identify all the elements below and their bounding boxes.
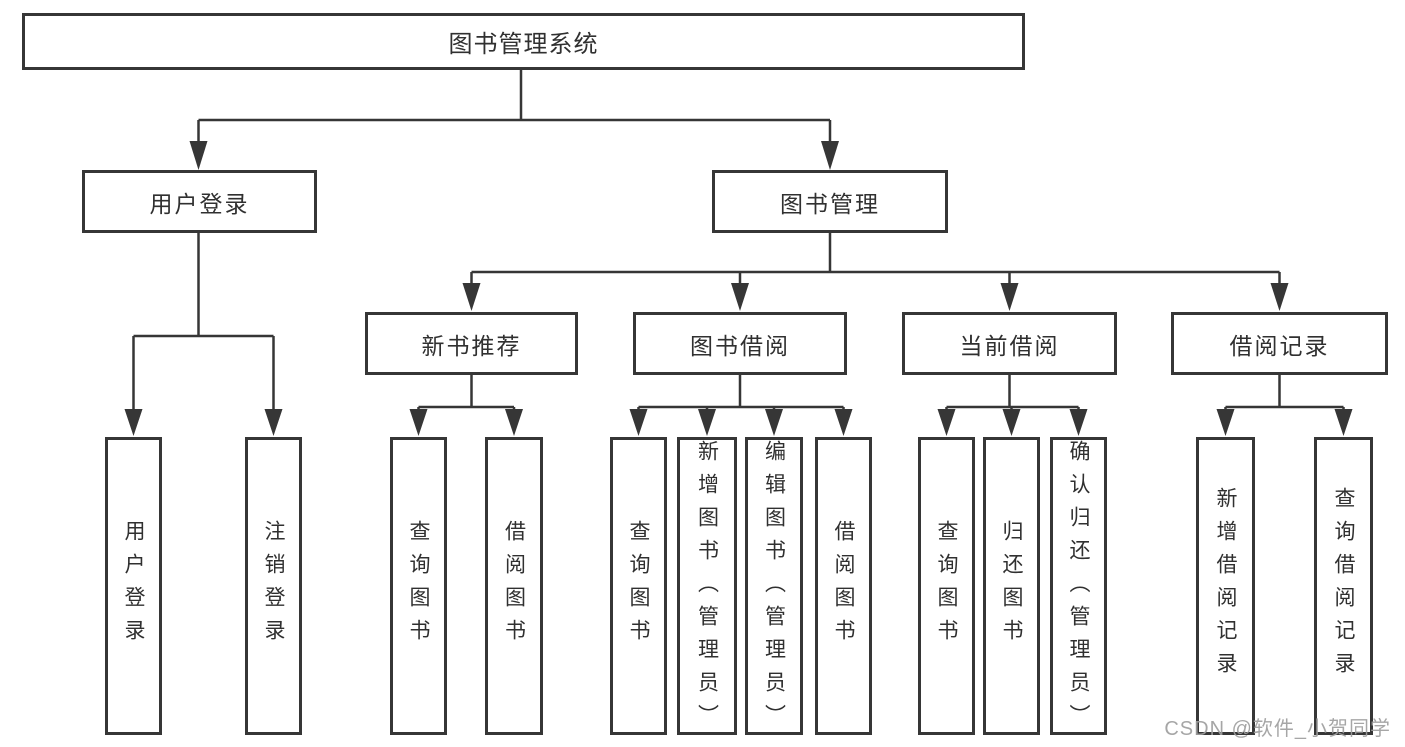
node-edit-book-admin: 编辑图书（管理员） [745,437,803,737]
node-borrow-borrow-book: 借阅图书 [815,437,872,735]
connector-new-book-recommend-children [409,375,523,436]
node-logout-action: 注销登录 [245,437,302,735]
node-user-login: 用户登录 [82,170,317,233]
node-query-borrow-record: 查询借阅记录 [1314,437,1373,735]
node-current-borrow: 当前借阅 [902,312,1117,375]
connector-root-to-level2 [189,70,839,170]
connector-book-borrow-children [629,375,853,436]
node-add-book-admin: 新增图书（管理员） [677,437,737,737]
node-confirm-return-admin: 确认归还（管理员） [1050,437,1107,737]
node-book-management: 图书管理 [712,170,948,233]
node-add-borrow-record: 新增借阅记录 [1196,437,1255,735]
node-borrow-query-book: 查询图书 [610,437,667,735]
csdn-watermark: CSDN @软件_小贺同学 [1164,718,1391,740]
node-borrow-records: 借阅记录 [1171,312,1388,375]
connector-book-management-children [462,233,1289,311]
connector-user-login-children [124,233,283,436]
node-recommend-query-book: 查询图书 [390,437,447,735]
node-return-book: 归还图书 [983,437,1040,735]
node-current-query-book: 查询图书 [918,437,975,735]
node-new-book-recommend: 新书推荐 [365,312,578,375]
node-user-login-action: 用户登录 [105,437,162,735]
connector-borrow-records-children [1216,375,1353,436]
node-library-management-system: 图书管理系统 [22,13,1025,70]
node-recommend-borrow-book: 借阅图书 [485,437,543,735]
node-book-borrow: 图书借阅 [633,312,847,375]
connector-current-borrow-children [937,375,1088,436]
